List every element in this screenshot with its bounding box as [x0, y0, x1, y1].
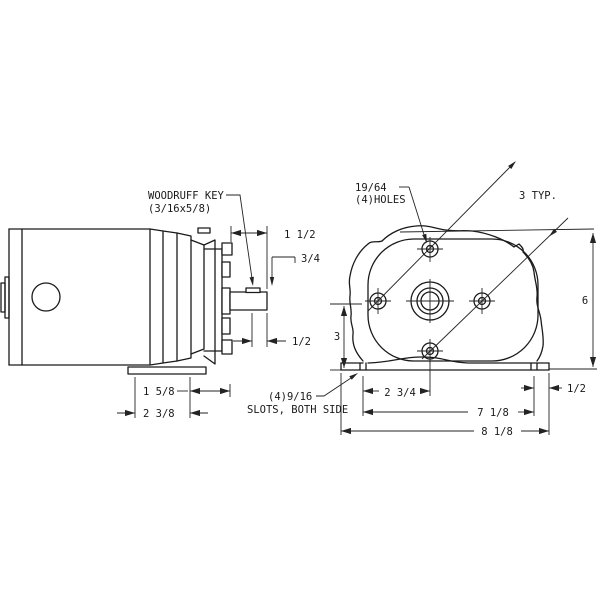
gearcase-lug	[221, 317, 231, 335]
gearbox-side	[176, 227, 268, 365]
dim-slot-span: 7 1/8	[477, 407, 509, 419]
dim-center-to-slot: 2 3/4	[384, 387, 416, 399]
output-shaft	[229, 291, 268, 311]
slots-label-line1: (4)9/16	[268, 391, 312, 403]
shaft-boss	[221, 287, 231, 315]
dim-overall-height: 6	[582, 295, 588, 307]
woodruff-key-label-line1: WOODRUFF KEY	[148, 190, 225, 202]
dim-overall-width: 8 1/8	[481, 426, 513, 438]
gearbox-face-plate	[367, 238, 539, 362]
holes-label-line1: 19/64	[355, 182, 387, 194]
dim-shaft-tip: 1/2	[292, 336, 311, 348]
bolt-hole-right	[469, 288, 495, 314]
woodruff-key	[245, 287, 261, 294]
dim-key-to-shaft: 3/4	[301, 253, 320, 265]
dim-base-length: 2 3/8	[143, 408, 175, 420]
dim-shaft-extension: 1 1/2	[284, 229, 316, 241]
holes-label-line2: (4)HOLES	[355, 194, 406, 206]
gearcase-lug	[221, 242, 233, 256]
mounting-base-end	[340, 356, 550, 371]
drain-plug-circle	[31, 282, 61, 312]
dim-hole-spacing: 3 TYP.	[519, 190, 557, 202]
bolt-holes	[365, 237, 495, 363]
end-view-dimensions	[316, 186, 597, 435]
dim-slot-to-edge: 1/2	[567, 383, 586, 395]
side-view	[0, 194, 296, 418]
gearbox-housing-outline	[348, 225, 544, 362]
slots-label-line2: SLOTS, BOTH SIDE	[247, 404, 348, 416]
bolt-hole-top	[417, 237, 443, 262]
woodruff-leader	[226, 194, 253, 283]
motor-body	[0, 228, 178, 366]
shaft-center-boss	[406, 279, 454, 323]
hole-pattern-diagonals	[367, 161, 569, 360]
bolt-hole-left	[365, 288, 391, 314]
annotation-text: WOODRUFF KEY (3/16x5/8) 1 1/2 3/4 1/2 1 …	[143, 182, 588, 438]
mounting-base-side	[127, 366, 207, 375]
end-view	[316, 161, 597, 435]
dim-center-height: 3	[334, 331, 340, 343]
gearcase-lug	[221, 339, 233, 355]
woodruff-key-label-line2: (3/16x5/8)	[148, 203, 211, 215]
side-view-dimensions	[117, 194, 296, 418]
bolt-hole-bottom	[417, 339, 443, 363]
gearcase-lug	[221, 261, 231, 278]
dim-base-front: 1 5/8	[143, 386, 175, 398]
